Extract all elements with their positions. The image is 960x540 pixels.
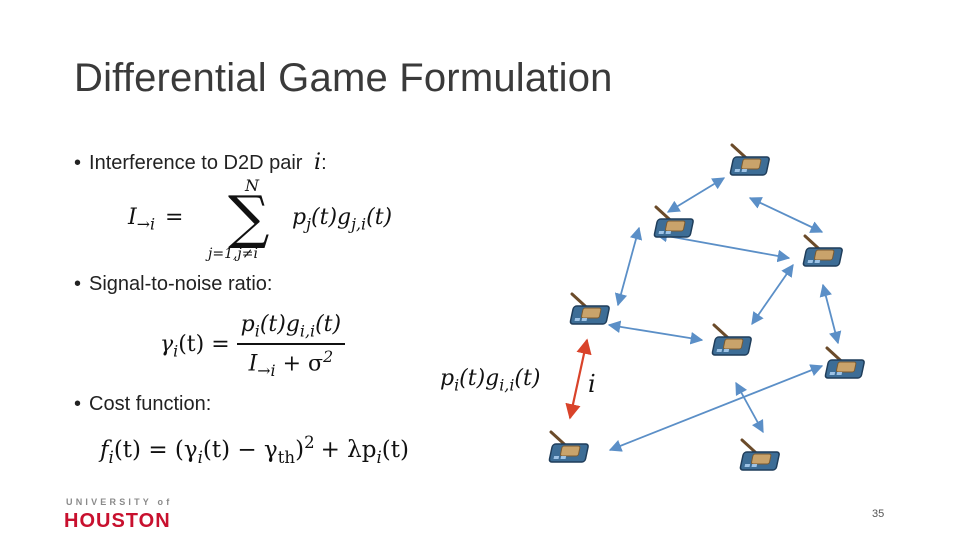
rhs-p: p <box>292 205 307 230</box>
num-sub1: i <box>254 321 260 341</box>
cost-f-sub: i <box>108 447 114 467</box>
bullet-text: Interference to D2D pair <box>89 152 303 174</box>
bullet-text: Cost function: <box>89 393 212 415</box>
cost-part4: + λp <box>320 437 377 464</box>
cost-gamma-sub: i <box>197 447 203 467</box>
cost-square: 2 <box>304 433 315 452</box>
num-mid: (t)g <box>259 312 300 337</box>
university-logo-name: HOUSTON <box>64 510 171 532</box>
university-line: UNIVERSITY of <box>66 497 173 507</box>
d2d-device-icon <box>728 143 772 177</box>
page-number: 35 <box>872 508 885 520</box>
cost-p-sub: i <box>376 447 382 467</box>
den-plus: + σ <box>282 351 324 377</box>
link-arrow <box>666 177 726 213</box>
den-sup: 2 <box>323 346 334 366</box>
bullet-cost: • Cost function: <box>74 393 211 416</box>
slide-title: Differential Game Formulation <box>74 56 613 100</box>
cost-part2: (t) − γ <box>202 437 278 464</box>
den-sub: →i <box>257 360 276 380</box>
d2d-device-icon <box>652 205 696 239</box>
num-end: (t) <box>315 312 342 337</box>
lhs-I: I <box>128 205 137 230</box>
network-devices <box>547 143 867 472</box>
cost-f: f <box>100 437 109 464</box>
sum-upper-limit: N <box>245 176 259 195</box>
bullet-interference: • Interference to D2D pair i: <box>74 150 327 175</box>
sum-lower-limit: j=1,j≠i <box>208 246 258 262</box>
link-arrow <box>614 226 643 307</box>
rhs-sub-j: j <box>306 214 312 234</box>
cost-part1: (t) = (γ <box>113 437 198 464</box>
lhs-end: (t) = <box>178 331 230 357</box>
bullet-dot: • <box>74 273 82 295</box>
link-sub1: i <box>454 375 460 395</box>
bullet-snr: • Signal-to-noise ratio: <box>74 273 272 296</box>
cost-part3: ) <box>295 437 305 464</box>
cost-part5: (t) <box>381 437 409 464</box>
d2d-device-icon <box>547 430 591 464</box>
link-arrow <box>607 320 704 345</box>
gamma-sub: i <box>173 341 179 361</box>
d2d-device-icon <box>710 323 754 357</box>
num-p: p <box>240 312 255 337</box>
link-pair-var: i <box>588 370 596 398</box>
interference-lhs: I→i = <box>128 205 183 234</box>
link-arrow <box>608 364 824 452</box>
cost-equation: fi(t) = (γi(t) − γth)2+ λpi(t) <box>100 433 409 467</box>
snr-fraction: pi(t)gi,i(t) I→i + σ2 <box>236 312 346 380</box>
gamma: γ <box>160 331 174 357</box>
link-arrow-target-pair <box>565 338 592 420</box>
den-I: I <box>248 351 258 377</box>
snr-lhs: γi(t) = <box>160 332 230 361</box>
d2d-device-icon <box>801 234 845 268</box>
sum-symbol: ∑ <box>228 183 270 251</box>
rhs-sub-ji: j,i <box>351 214 367 234</box>
d2d-device-icon <box>738 438 782 472</box>
cost-th: th <box>277 447 296 467</box>
bullet-suffix: : <box>321 152 327 174</box>
link-p: p <box>440 366 455 391</box>
equals-sign: = <box>165 205 184 230</box>
link-arrow <box>748 197 824 233</box>
num-sub2: i,i <box>299 321 316 341</box>
pair-variable: i <box>314 150 322 175</box>
link-arrow <box>751 263 794 326</box>
bullet-dot: • <box>74 393 82 415</box>
bullet-text: Signal-to-noise ratio: <box>89 273 273 295</box>
lhs-sub: →i <box>136 214 156 234</box>
interference-rhs: pj(t)gj,i(t) <box>292 205 392 234</box>
d2d-device-icon <box>568 292 612 326</box>
snr-denominator: I→i + σ2 <box>237 345 345 380</box>
rhs-mid: (t)g <box>311 205 352 230</box>
link-sub2: i,i <box>499 375 515 395</box>
rhs-end: (t) <box>366 205 393 230</box>
link-mid: (t)g <box>459 366 500 391</box>
snr-numerator: pi(t)gi,i(t) <box>236 312 346 345</box>
link-arrow <box>654 229 791 263</box>
snr-equation: γi(t) = pi(t)gi,i(t) I→i + σ2 <box>160 312 346 380</box>
network-links <box>565 177 842 452</box>
link-end: (t) <box>514 366 541 391</box>
link-gain-label: pi(t)gi,i(t) <box>440 366 540 395</box>
bullet-dot: • <box>74 152 82 174</box>
d2d-device-icon <box>823 346 867 380</box>
link-arrow <box>819 283 842 345</box>
